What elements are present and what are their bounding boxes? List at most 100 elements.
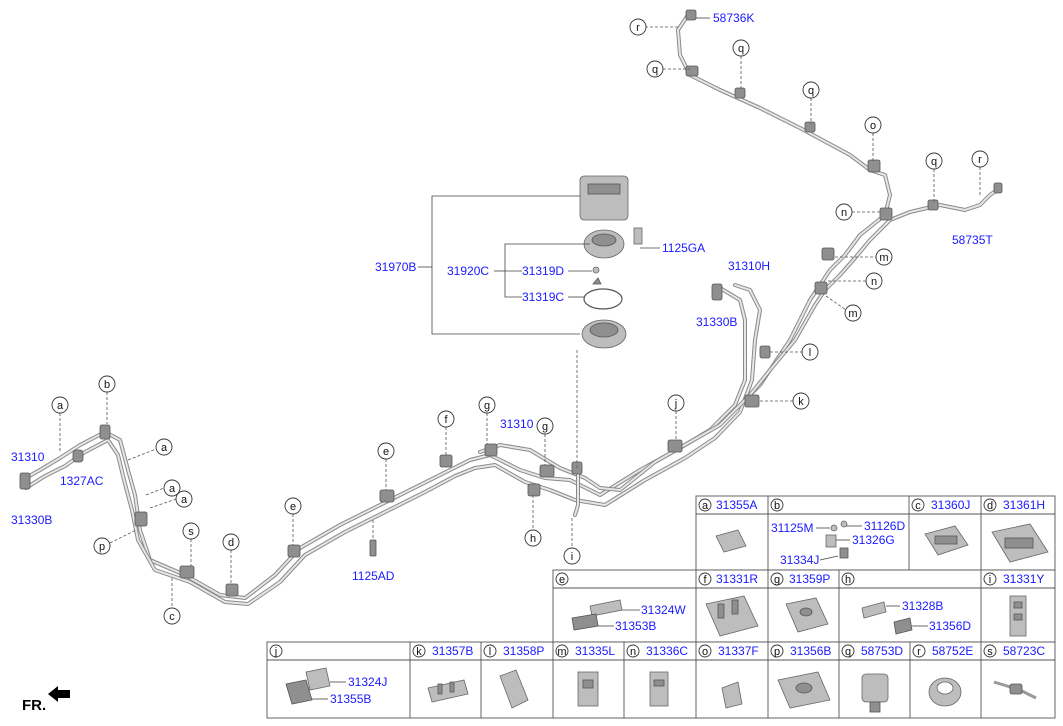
callout-g-2 — [536, 417, 554, 435]
legend-cell-l: l 31358P — [483, 644, 544, 709]
label-31310H: 31310H — [728, 259, 770, 273]
legend-part-31126D: 31126D — [864, 519, 905, 533]
svg-text:n: n — [841, 207, 847, 219]
svg-text:j: j — [674, 398, 677, 410]
legend-part-31337F: 31337F — [718, 644, 759, 658]
svg-text:b: b — [104, 379, 110, 391]
svg-text:q: q — [738, 43, 744, 55]
legend-cell-i: i 31331Y — [983, 572, 1044, 637]
svg-text:g: g — [774, 574, 780, 586]
callout-m-1 — [875, 248, 893, 266]
legend-part-31356B: 31356B — [790, 644, 831, 658]
legend-cell-k: k 31357B — [412, 644, 473, 703]
legend-part-31336C: 31336C — [646, 644, 688, 658]
svg-text:m: m — [848, 308, 857, 320]
legend-part-58752E: 58752E — [932, 644, 973, 658]
legend-cell-c: c 31360J — [911, 498, 970, 556]
svg-text:FR.: FR. — [22, 697, 46, 714]
svg-text:q: q — [652, 64, 658, 76]
callout-c — [163, 607, 181, 625]
callouts: r q q q o q r n m n — [51, 18, 989, 625]
svg-text:a: a — [702, 500, 709, 512]
svg-text:r: r — [636, 22, 640, 34]
svg-text:e: e — [290, 501, 296, 513]
legend-cell-s: s 58723C — [983, 644, 1045, 700]
label-58735T: 58735T — [952, 233, 993, 247]
callout-p — [93, 537, 111, 555]
svg-text:f: f — [703, 574, 707, 586]
svg-text:i: i — [571, 551, 573, 563]
callout-r-top — [629, 18, 647, 36]
callout-h — [524, 529, 542, 547]
legend-cell-m: m 31335L — [555, 644, 615, 707]
svg-text:g: g — [542, 421, 548, 433]
svg-text:l: l — [489, 646, 491, 658]
legend-part-31334J: 31334J — [780, 553, 819, 567]
label-31310-center: 31310 — [500, 417, 534, 431]
svg-text:q: q — [931, 156, 937, 168]
legend-cell-h: h 31328B 31356D — [841, 572, 971, 635]
legend-part-31359P: 31359P — [789, 572, 830, 586]
legend-part-31331R: 31331R — [716, 572, 758, 586]
svg-text:a: a — [181, 494, 188, 506]
svg-text:n: n — [630, 646, 636, 658]
label-31920C: 31920C — [447, 264, 489, 278]
callout-g-1 — [478, 396, 496, 414]
legend-cell-d: d 31361H — [983, 498, 1049, 563]
svg-text:k: k — [416, 646, 422, 658]
label-58736K: 58736K — [713, 11, 754, 25]
callout-d — [222, 533, 240, 551]
svg-text:m: m — [557, 646, 566, 658]
legend-part-31355B: 31355B — [330, 692, 371, 706]
legend-part-31357B: 31357B — [432, 644, 473, 658]
legend-part-31356D: 31356D — [929, 619, 971, 633]
svg-text:h: h — [530, 533, 536, 545]
legend-part-31358P: 31358P — [503, 644, 544, 658]
label-31970B: 31970B — [375, 260, 416, 274]
svg-text:o: o — [702, 646, 708, 658]
svg-text:e: e — [383, 446, 389, 458]
legend-part-31324J: 31324J — [348, 675, 387, 689]
svg-text:k: k — [798, 396, 804, 408]
svg-text:c: c — [915, 500, 921, 512]
legend-cell-e: e 31324W 31353B — [555, 572, 686, 633]
filter-bracket-lines — [418, 195, 660, 335]
svg-text:g: g — [484, 400, 490, 412]
legend-cell-q: q 58753D — [841, 644, 903, 713]
callout-o — [864, 116, 882, 134]
legend-part-31324W: 31324W — [641, 603, 686, 617]
svg-text:a: a — [169, 483, 176, 495]
legend-cell-a: a 31355A — [698, 498, 757, 553]
svg-text:j: j — [274, 646, 277, 658]
legend-part-31360J: 31360J — [931, 498, 970, 512]
svg-text:s: s — [188, 526, 194, 538]
svg-text:d: d — [987, 500, 993, 512]
callout-q-4 — [925, 152, 943, 170]
legend-part-31353B: 31353B — [615, 619, 656, 633]
svg-text:i: i — [989, 574, 991, 586]
callout-q-2 — [732, 39, 750, 57]
callout-e-1 — [377, 442, 395, 460]
svg-text:f: f — [444, 414, 448, 426]
svg-text:q: q — [808, 85, 814, 97]
callout-r-right — [971, 150, 989, 168]
callout-j — [667, 394, 685, 412]
legend-part-31361H: 31361H — [1003, 498, 1045, 512]
legend-part-31335L: 31335L — [575, 644, 615, 658]
legend-cell-j: j 31324J 31355B — [269, 644, 387, 706]
label-31310-left: 31310 — [11, 450, 45, 464]
svg-text:e: e — [559, 574, 565, 586]
front-direction-indicator: FR. — [22, 686, 70, 714]
callout-q-3 — [802, 81, 820, 99]
label-1125GA: 1125GA — [662, 241, 705, 255]
svg-text:o: o — [870, 120, 876, 132]
svg-text:n: n — [871, 276, 877, 288]
svg-text:h: h — [845, 574, 851, 586]
legend-part-58753D: 58753D — [861, 644, 903, 658]
label-31330B-mid: 31330B — [696, 315, 737, 329]
svg-text:c: c — [169, 611, 175, 623]
svg-text:a: a — [57, 400, 64, 412]
callout-a-1 — [175, 490, 193, 508]
svg-text:s: s — [987, 646, 993, 658]
svg-text:r: r — [917, 646, 921, 658]
